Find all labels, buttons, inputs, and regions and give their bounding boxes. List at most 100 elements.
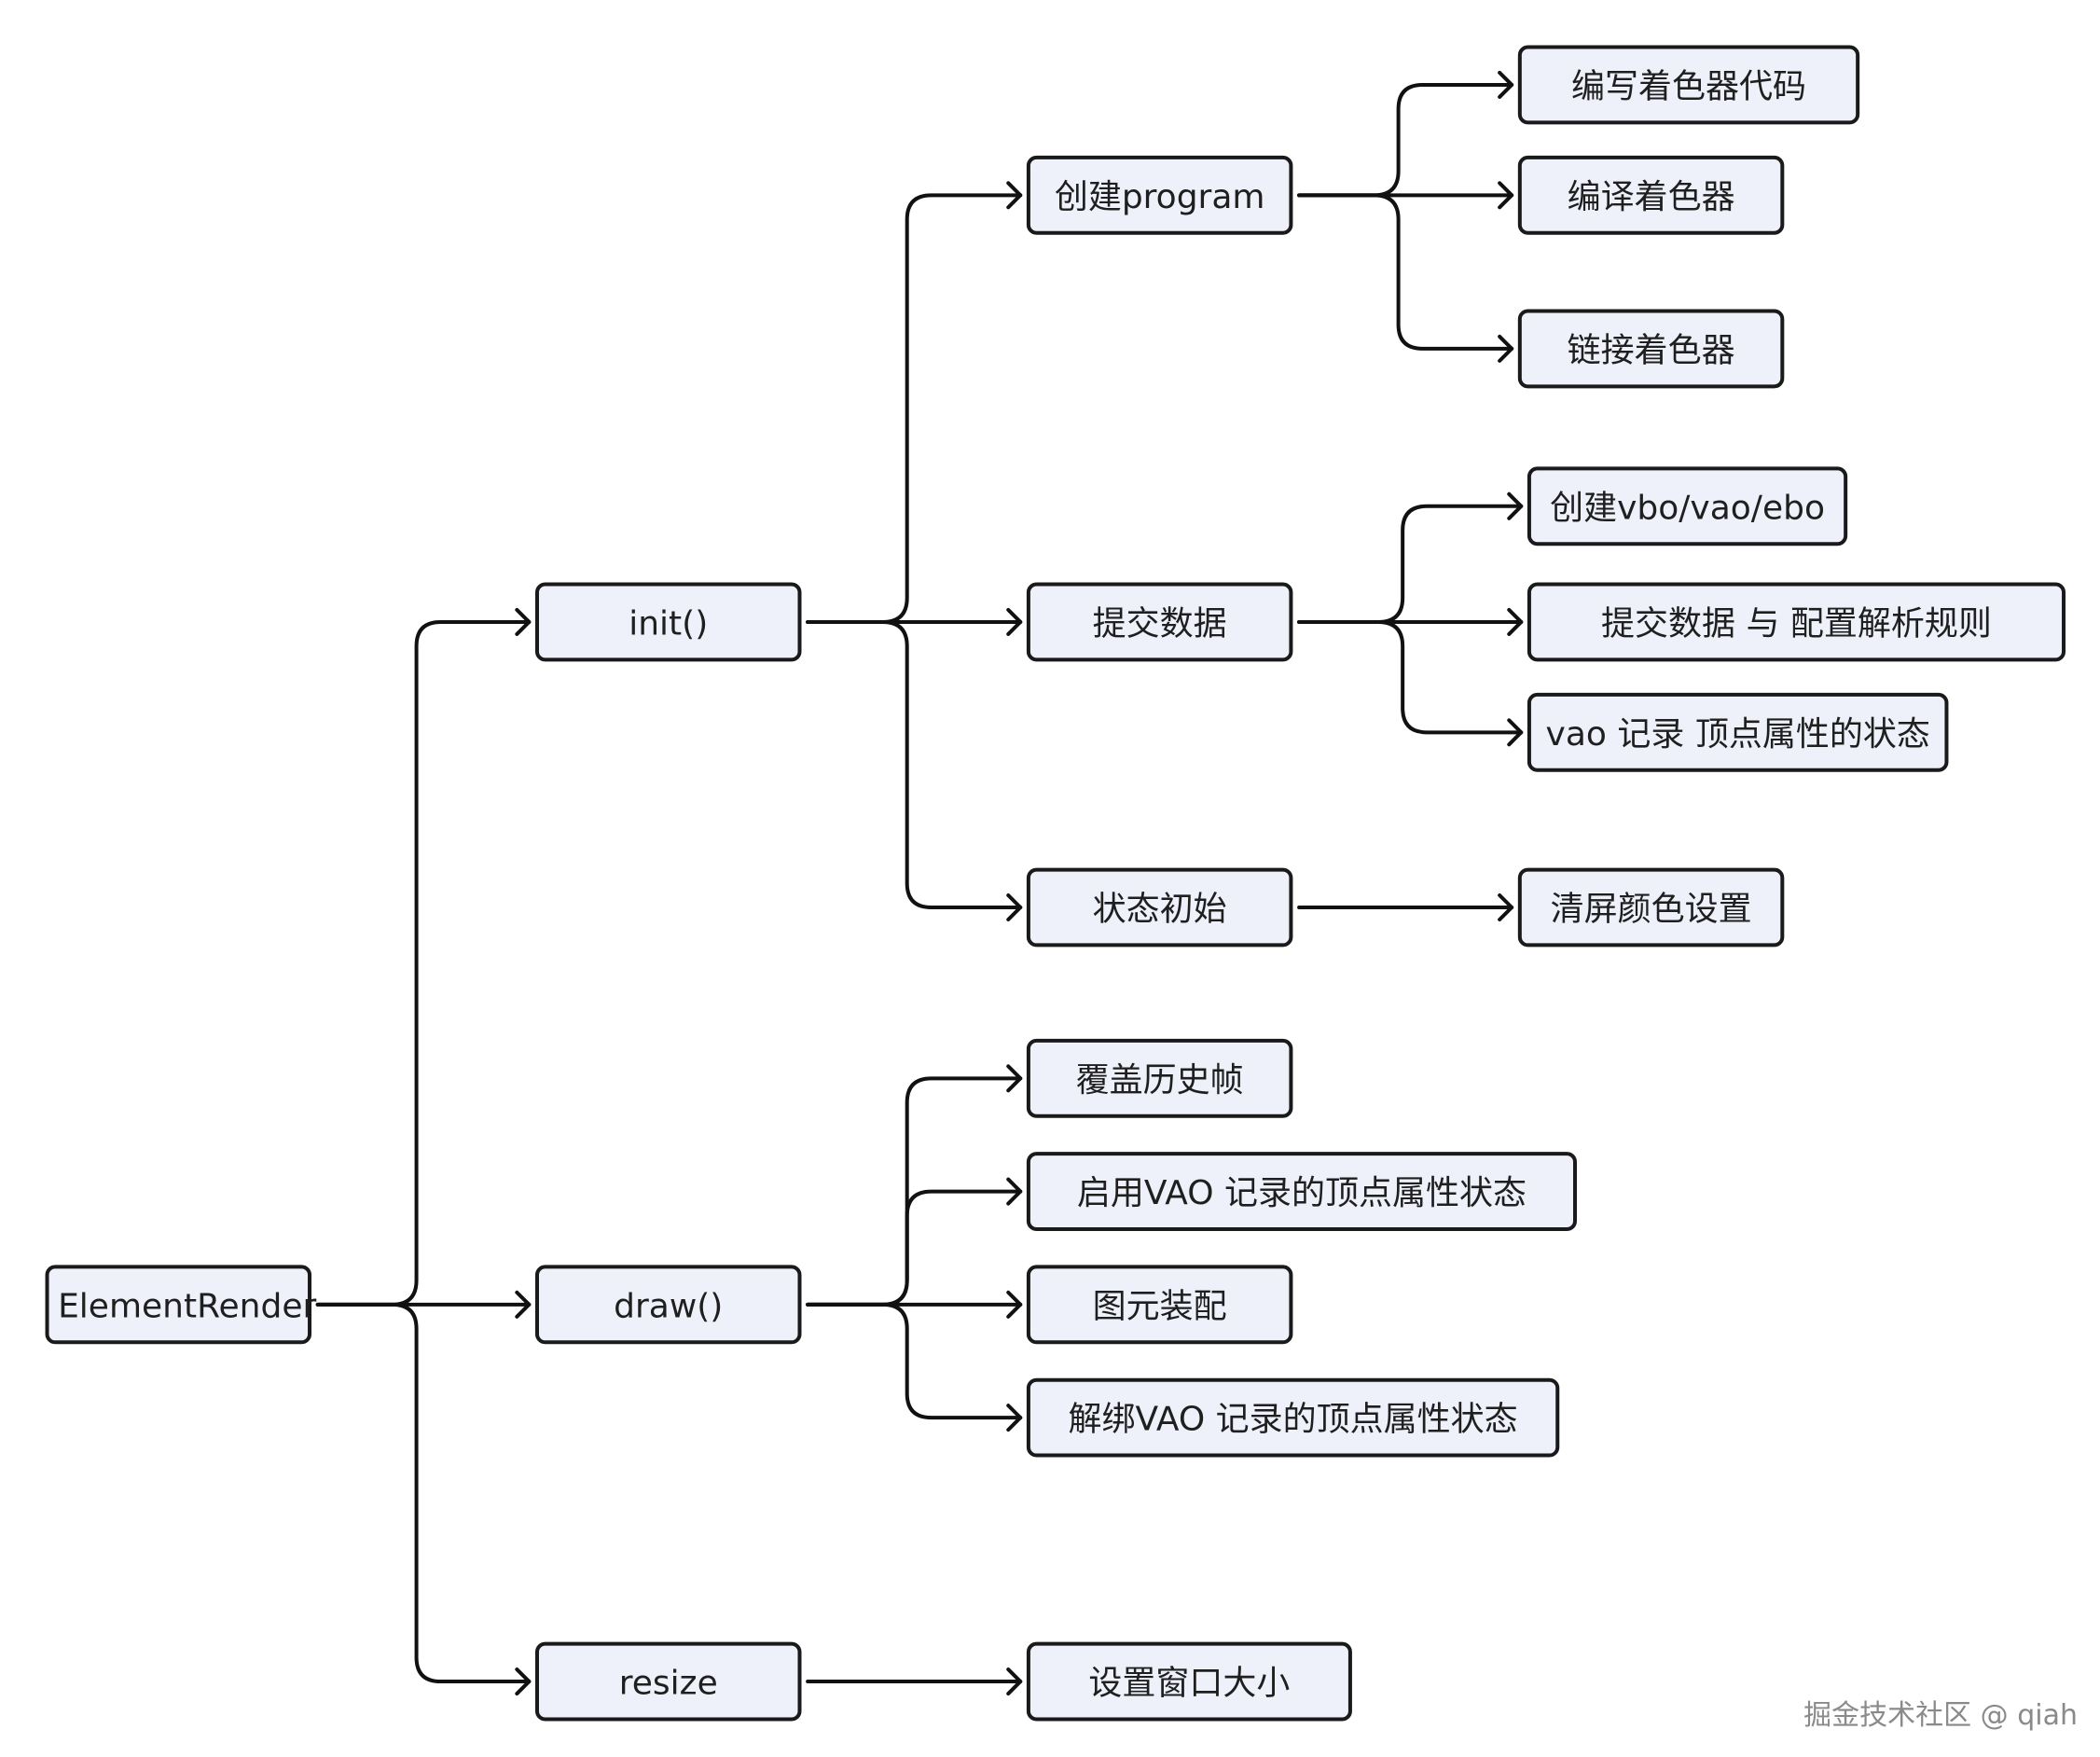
- node-box: [1026, 1641, 1352, 1722]
- node-box: [1517, 45, 1860, 125]
- arrowhead: [1006, 1177, 1023, 1206]
- connector-line: [806, 193, 1023, 624]
- connector-draw-to-enable-vao: [806, 1177, 1023, 1307]
- node-state-init: 状态初始: [1026, 867, 1293, 948]
- arrowhead: [515, 607, 532, 636]
- connector-line: [1297, 193, 1514, 351]
- arrowhead: [515, 1290, 532, 1319]
- node-layer: ElementRender init() draw() resize 创建program…: [45, 45, 2066, 1722]
- node-label: 链接着色器: [1568, 331, 1735, 369]
- node-label: 解绑VAO 记录的顶点属性状态: [1069, 1401, 1518, 1439]
- node-init: init(): [534, 582, 802, 662]
- node-submit-and-configure: 提交数据 与 配置解析规则: [1527, 582, 2066, 662]
- node-cover-history: 覆盖历史帧: [1026, 1038, 1293, 1118]
- connector-create-program-to-write-shader: [1297, 70, 1514, 198]
- connector-root-to-resize: [315, 1302, 532, 1696]
- node-box: [1517, 155, 1785, 235]
- arrowhead: [1006, 1404, 1023, 1432]
- node-label: 图元装配: [1093, 1287, 1227, 1325]
- node-enable-vao: 启用VAO 记录的顶点属性状态: [1026, 1152, 1578, 1232]
- node-label: draw(): [614, 1287, 723, 1325]
- node-label: 创建program: [1055, 178, 1265, 216]
- node-create-program: 创建program: [1026, 155, 1293, 235]
- node-label: 提交数据: [1093, 604, 1227, 643]
- connector-line: [806, 619, 1023, 909]
- node-label: init(): [629, 604, 708, 643]
- arrowhead: [1498, 181, 1514, 210]
- connector-draw-to-unbind-vao: [806, 1302, 1023, 1432]
- arrowhead: [1006, 607, 1023, 636]
- node-box: [534, 582, 802, 662]
- node-link-shader: 链接着色器: [1517, 309, 1785, 389]
- arrowhead: [1006, 1064, 1023, 1093]
- node-label: 设置窗口大小: [1088, 1665, 1290, 1703]
- node-compile-shader: 编译着色器: [1517, 155, 1785, 235]
- connector-line: [1297, 504, 1524, 624]
- connector-state-init-to-clear-color: [1297, 892, 1514, 921]
- arrowhead: [1006, 1290, 1023, 1319]
- node-resize: resize: [534, 1641, 802, 1722]
- node-label: ElementRender: [58, 1287, 316, 1325]
- node-box: [1527, 466, 1848, 546]
- connector-line: [806, 1302, 1023, 1420]
- arrowhead: [1006, 181, 1023, 210]
- connector-line: [1297, 619, 1524, 735]
- node-write-shader: 编写着色器代码: [1517, 45, 1860, 125]
- arrowhead: [1498, 70, 1514, 99]
- arrowhead: [1006, 892, 1023, 921]
- node-label: vao 记录 顶点属性的状态: [1546, 715, 1930, 754]
- arrowhead: [1006, 1667, 1023, 1696]
- connector-submit-data-to-vao-record: [1297, 619, 1524, 747]
- node-primitive-assembly: 图元装配: [1026, 1265, 1293, 1345]
- node-box: [45, 1265, 312, 1345]
- arrowhead: [1507, 718, 1524, 747]
- node-box: [1527, 582, 2066, 662]
- node-unbind-vao: 解绑VAO 记录的顶点属性状态: [1026, 1377, 1560, 1458]
- connector-layer: [315, 70, 1524, 1696]
- node-box: [1026, 1377, 1560, 1458]
- connector-create-program-to-link-shader: [1297, 193, 1514, 363]
- node-label: resize: [619, 1665, 718, 1703]
- node-box: [1026, 155, 1293, 235]
- arrowhead: [515, 1667, 532, 1696]
- node-set-window-size: 设置窗口大小: [1026, 1641, 1352, 1722]
- connector-draw-to-cover-history: [806, 1064, 1023, 1307]
- node-label: 覆盖历史帧: [1076, 1061, 1244, 1100]
- connector-init-to-create-program: [806, 181, 1023, 624]
- node-box: [1517, 867, 1785, 948]
- node-box: [1026, 1152, 1578, 1232]
- connector-line: [315, 1302, 532, 1684]
- connector-line: [1297, 82, 1514, 198]
- node-clear-color: 清屏颜色设置: [1517, 867, 1785, 948]
- connector-resize-to-set-window-size: [806, 1667, 1023, 1696]
- node-box: [1026, 867, 1293, 948]
- connector-init-to-state-init: [806, 619, 1023, 921]
- node-box: [534, 1265, 802, 1345]
- arrowhead: [1498, 892, 1514, 921]
- connector-submit-data-to-create-buffers: [1297, 491, 1524, 624]
- node-label: 提交数据 与 配置解析规则: [1601, 604, 1992, 643]
- node-box: [1026, 582, 1293, 662]
- node-root: ElementRender: [45, 1265, 316, 1345]
- node-label: 编写着色器代码: [1571, 67, 1806, 105]
- node-submit-data: 提交数据: [1026, 582, 1293, 662]
- node-label: 状态初始: [1093, 890, 1227, 928]
- node-label: 清屏颜色设置: [1551, 890, 1752, 928]
- node-create-buffers: 创建vbo/vao/ebo: [1527, 466, 1848, 546]
- node-box: [1026, 1038, 1293, 1118]
- node-box: [1517, 309, 1785, 389]
- node-box: [534, 1641, 802, 1722]
- connector-line: [806, 1189, 1023, 1307]
- node-label: 编译着色器: [1568, 178, 1735, 216]
- node-box: [1026, 1265, 1293, 1345]
- node-vao-record: vao 记录 顶点属性的状态: [1527, 692, 1949, 772]
- node-draw: draw(): [534, 1265, 802, 1345]
- arrowhead: [1507, 491, 1524, 520]
- node-label: 启用VAO 记录的顶点属性状态: [1077, 1174, 1527, 1212]
- node-label: 创建vbo/vao/ebo: [1550, 489, 1825, 527]
- watermark: 掘金技术社区 @ qiah: [1803, 1699, 2078, 1732]
- connector-root-to-init: [315, 607, 532, 1307]
- arrowhead: [1498, 334, 1514, 363]
- node-box: [1527, 692, 1949, 772]
